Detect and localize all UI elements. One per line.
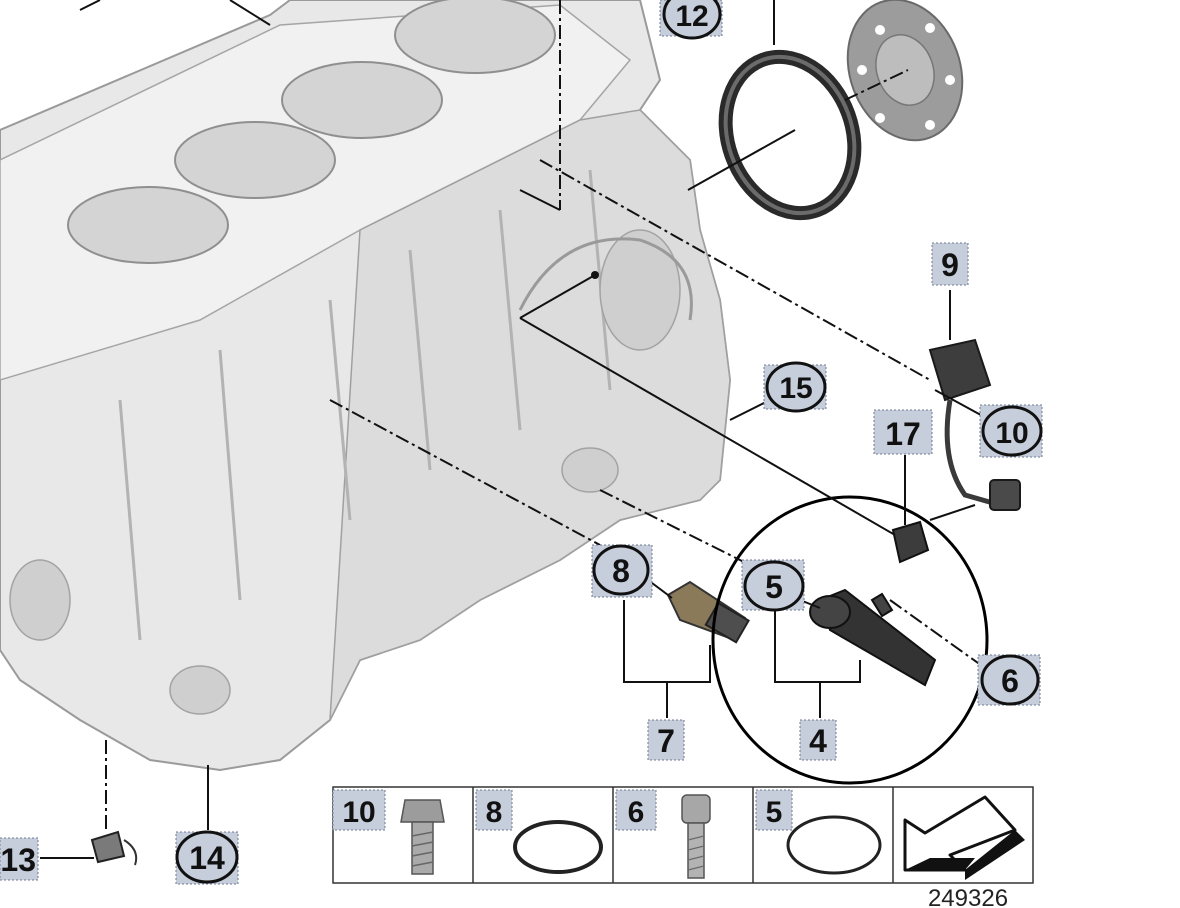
callout-9-label: 9 — [941, 247, 959, 283]
legend-cell-6-number: 6 — [628, 796, 645, 829]
callout-17-label: 17 — [885, 416, 921, 452]
crankshaft-sensor — [928, 338, 1021, 511]
o-ring-icon — [786, 815, 882, 875]
legend-cell-6: 6 — [615, 789, 711, 879]
highlight-circle — [711, 495, 989, 785]
callout-12-label: 12 — [675, 0, 708, 33]
callout-13: 13 — [0, 837, 39, 881]
callout-8: 8 — [591, 544, 653, 598]
callout-7-label: 7 — [657, 723, 675, 759]
bolt-icon — [400, 799, 445, 875]
callout-5: 5 — [741, 559, 805, 612]
rear-crankshaft-seal — [718, 49, 862, 221]
legend-cell-8: 8 — [475, 789, 603, 874]
legend-cell-8-number: 8 — [486, 796, 503, 829]
drain-fitting — [90, 830, 138, 866]
sensor-gear-plate — [846, 0, 964, 142]
arrow-icon — [903, 795, 1025, 880]
callout-10: 10 — [979, 404, 1043, 458]
leader-lines — [40, 0, 991, 859]
legend-cell-10-number: 10 — [342, 796, 375, 829]
callout-6: 6 — [977, 654, 1041, 706]
oil-valve — [809, 588, 937, 687]
callout-15: 15 — [763, 361, 827, 413]
callout-4-label: 4 — [809, 723, 827, 759]
callout-14-label: 14 — [189, 840, 225, 876]
callout-9: 9 — [931, 242, 969, 286]
diagram-number: 249326 — [928, 885, 1008, 908]
legend-cell-5-number: 5 — [766, 796, 783, 829]
o-ring-icon — [513, 820, 603, 874]
legend-cell-10: 10 — [332, 789, 445, 875]
callout-5-label: 5 — [765, 569, 783, 605]
callout-17: 17 — [873, 409, 933, 455]
cylinder-bores — [67, 0, 556, 264]
engine-block — [0, 0, 732, 772]
callout-8-label: 8 — [612, 553, 630, 589]
callout-15-label: 15 — [779, 372, 812, 405]
legend-cell-5: 5 — [755, 789, 882, 875]
callout-14: 14 — [175, 830, 239, 885]
holder-clip — [891, 520, 930, 564]
callout-10-label: 10 — [995, 417, 1028, 450]
callout-7: 7 — [647, 719, 685, 761]
fastener-legend: 10 8 6 — [332, 786, 1034, 884]
callout-4: 4 — [799, 719, 837, 761]
callout-6-label: 6 — [1001, 663, 1019, 699]
callout-13-label: 13 — [0, 842, 36, 878]
socket-bolt-icon — [681, 794, 711, 879]
callout-12: 12 — [659, 0, 723, 40]
oil-pressure-switch — [666, 580, 750, 644]
